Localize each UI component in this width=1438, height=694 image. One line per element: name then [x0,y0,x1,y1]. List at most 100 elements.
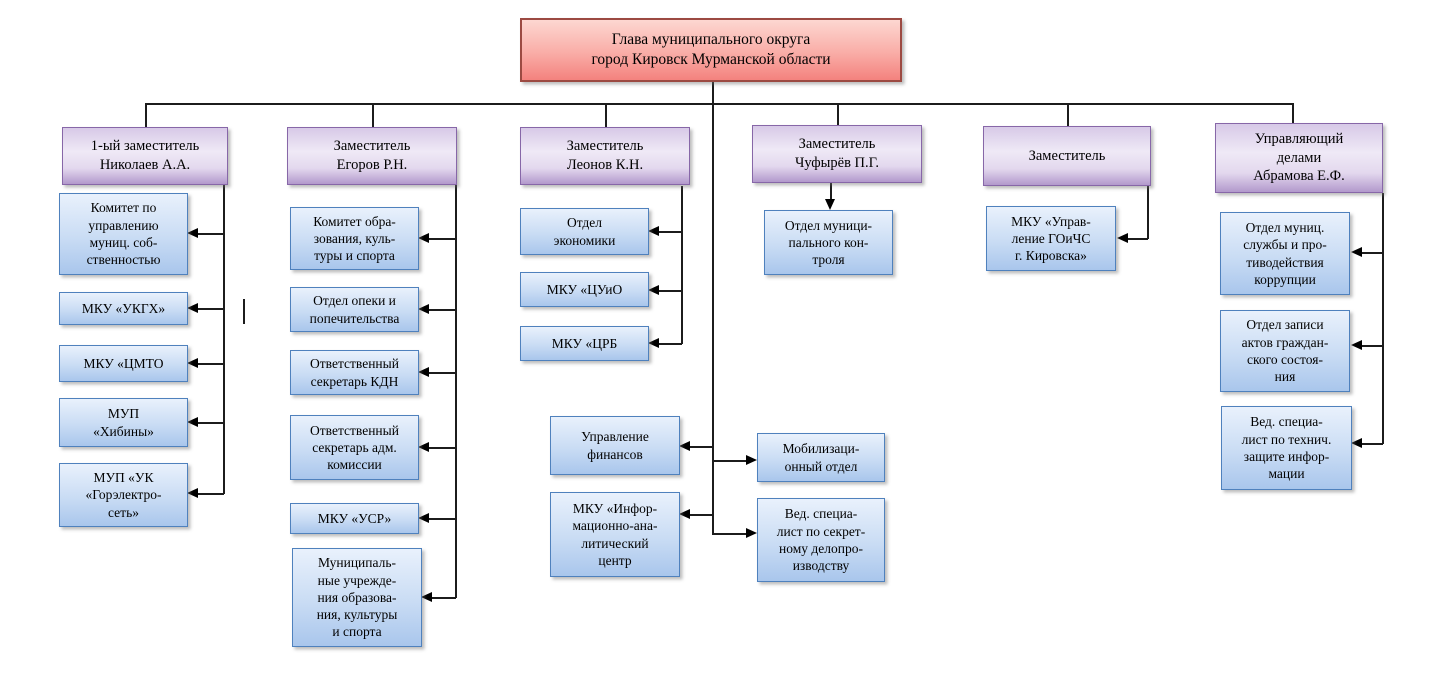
org-node-label: Муниципаль- ные учрежде- ния образова- н… [316,555,398,640]
arrowhead-icon [187,228,198,238]
connector-line [428,238,456,240]
connector-line [712,82,714,533]
connector-line [1292,103,1294,123]
connector-line [837,103,839,125]
connector-line [712,460,747,462]
connector-line [428,447,456,449]
arrowhead-icon [1351,247,1362,257]
org-node-label: МУП «УК «Горэлектро- сеть» [85,470,162,520]
connector-line [428,309,456,311]
arrowhead-icon [1351,438,1362,448]
arrowhead-icon [746,455,757,465]
org-node-label: Заместитель Леонов К.Н. [566,138,644,173]
connector-line [1147,186,1149,239]
org-node-label: Отдел опеки и попечительства [309,293,400,326]
connector-line [690,446,713,448]
org-node-deputy-nikolaev: 1-ый заместитель Николаев А.А. [62,127,228,185]
connector-line [1361,252,1383,254]
arrowhead-icon [418,304,429,314]
connector-line [1361,443,1383,445]
connector-line [197,422,224,424]
org-node-otdel-opeki: Отдел опеки и попечительства [290,287,419,332]
org-node-sekretar-adm-komissii: Ответственный секретарь адм. комиссии [290,415,419,480]
connector-line [658,343,682,345]
org-node-glava: Глава муниципального округа город Кировс… [520,18,902,82]
org-node-label: Заместитель [1028,147,1106,164]
org-node-label: Управление финансов [581,429,649,462]
org-node-label: Ответственный секретарь КДН [310,356,399,389]
org-node-mku-ukgh: МКУ «УКГХ» [59,292,188,325]
org-node-label: Управляющий делами Абрамова Е.Ф. [1253,131,1345,185]
org-node-deputy-vacant: Заместитель [983,126,1151,186]
connector-line [197,363,224,365]
org-node-label: Глава муниципального округа город Кировс… [591,31,831,68]
connector-line [428,518,456,520]
org-node-sekretar-kdn: Ответственный секретарь КДН [290,350,419,395]
arrowhead-icon [187,358,198,368]
org-node-mku-inform-analit-centr: МКУ «Инфор- мационно-ана- литический цен… [550,492,680,577]
arrowhead-icon [648,338,659,348]
org-node-label: Мобилизаци- онный отдел [782,441,860,474]
arrowhead-icon [418,442,429,452]
connector-line [197,493,224,495]
connector-line [1361,345,1383,347]
org-node-label: МКУ «ЦМТО [83,355,164,371]
connector-line [605,103,607,127]
connector-line [1382,193,1384,444]
arrowhead-icon [825,199,835,210]
connector-line [712,533,747,535]
org-node-deputy-leonov: Заместитель Леонов К.Н. [520,127,690,185]
connector-line [830,183,832,200]
org-node-label: МКУ «УКГХ» [81,300,166,316]
arrowhead-icon [1117,233,1128,243]
org-node-label: 1-ый заместитель Николаев А.А. [90,138,200,173]
org-node-komitet-obrazovaniya: Комитет обра- зования, куль- туры и спор… [290,207,419,270]
org-node-label: Отдел муници- пального кон- троля [784,217,873,268]
arrowhead-icon [418,513,429,523]
connector-line [428,372,456,374]
connector-line [1128,238,1148,240]
connector-line [690,514,713,516]
arrowhead-icon [746,528,757,538]
arrowhead-icon [418,367,429,377]
org-node-label: Ответственный секретарь адм. комиссии [310,422,399,473]
connector-line [431,597,456,599]
connector-line [197,308,224,310]
stray-mark [243,299,245,324]
org-node-otdel-munic-sluzhby: Отдел муниц. службы и про- тиводействия … [1220,212,1350,295]
org-node-label: МКУ «ЦРБ [551,335,618,351]
org-node-label: МКУ «Управ- ление ГОиЧС г. Кировска» [1011,213,1091,264]
org-node-mku-crb: МКУ «ЦРБ [520,326,649,361]
org-node-zags: Отдел записи актов граждан- ского состоя… [1220,310,1350,392]
arrowhead-icon [648,226,659,236]
org-node-label: МУП «Хибины» [93,406,154,439]
org-node-munic-uchrezhdeniya: Муниципаль- ные учрежде- ния образова- н… [292,548,422,647]
org-node-label: Вед. специа- лист по технич. защите инфо… [1241,414,1332,482]
org-node-specialist-tehnich-zashchita: Вед. специа- лист по технич. защите инфо… [1221,406,1352,490]
arrowhead-icon [187,488,198,498]
arrowhead-icon [418,233,429,243]
connector-line [1067,103,1069,126]
arrowhead-icon [679,441,690,451]
org-node-otdel-municipalnogo-kontrolya: Отдел муници- пального кон- троля [764,210,893,275]
org-node-otdel-ekonomiki: Отдел экономики [520,208,649,255]
org-node-label: Отдел записи актов граждан- ского состоя… [1241,317,1329,385]
org-node-mku-usr: МКУ «УСР» [290,503,419,534]
arrowhead-icon [679,509,690,519]
org-node-label: Комитет обра- зования, куль- туры и спор… [313,213,396,264]
arrowhead-icon [1351,340,1362,350]
org-node-label: Вед. специа- лист по секрет- ному делопр… [776,506,866,574]
org-node-label: Отдел муниц. службы и про- тиводействия … [1243,219,1327,287]
org-node-label: МКУ «ЦУиО [546,281,623,297]
org-node-label: Отдел экономики [553,215,616,248]
org-node-label: Комитет по управлению муниц. соб- ственн… [86,200,161,268]
org-node-upravlenie-finansov: Управление финансов [550,416,680,475]
org-node-label: МКУ «УСР» [317,510,392,526]
org-node-label: МКУ «Инфор- мационно-ана- литический цен… [572,500,658,568]
org-node-mup-hibiny: МУП «Хибины» [59,398,188,447]
org-node-upravlyayushchiy-delami: Управляющий делами Абрамова Е.Ф. [1215,123,1383,193]
org-node-komitet-munic-sobstvennost: Комитет по управлению муниц. соб- ственн… [59,193,188,275]
connector-line [372,103,374,127]
arrowhead-icon [421,592,432,602]
connector-line [145,103,147,127]
